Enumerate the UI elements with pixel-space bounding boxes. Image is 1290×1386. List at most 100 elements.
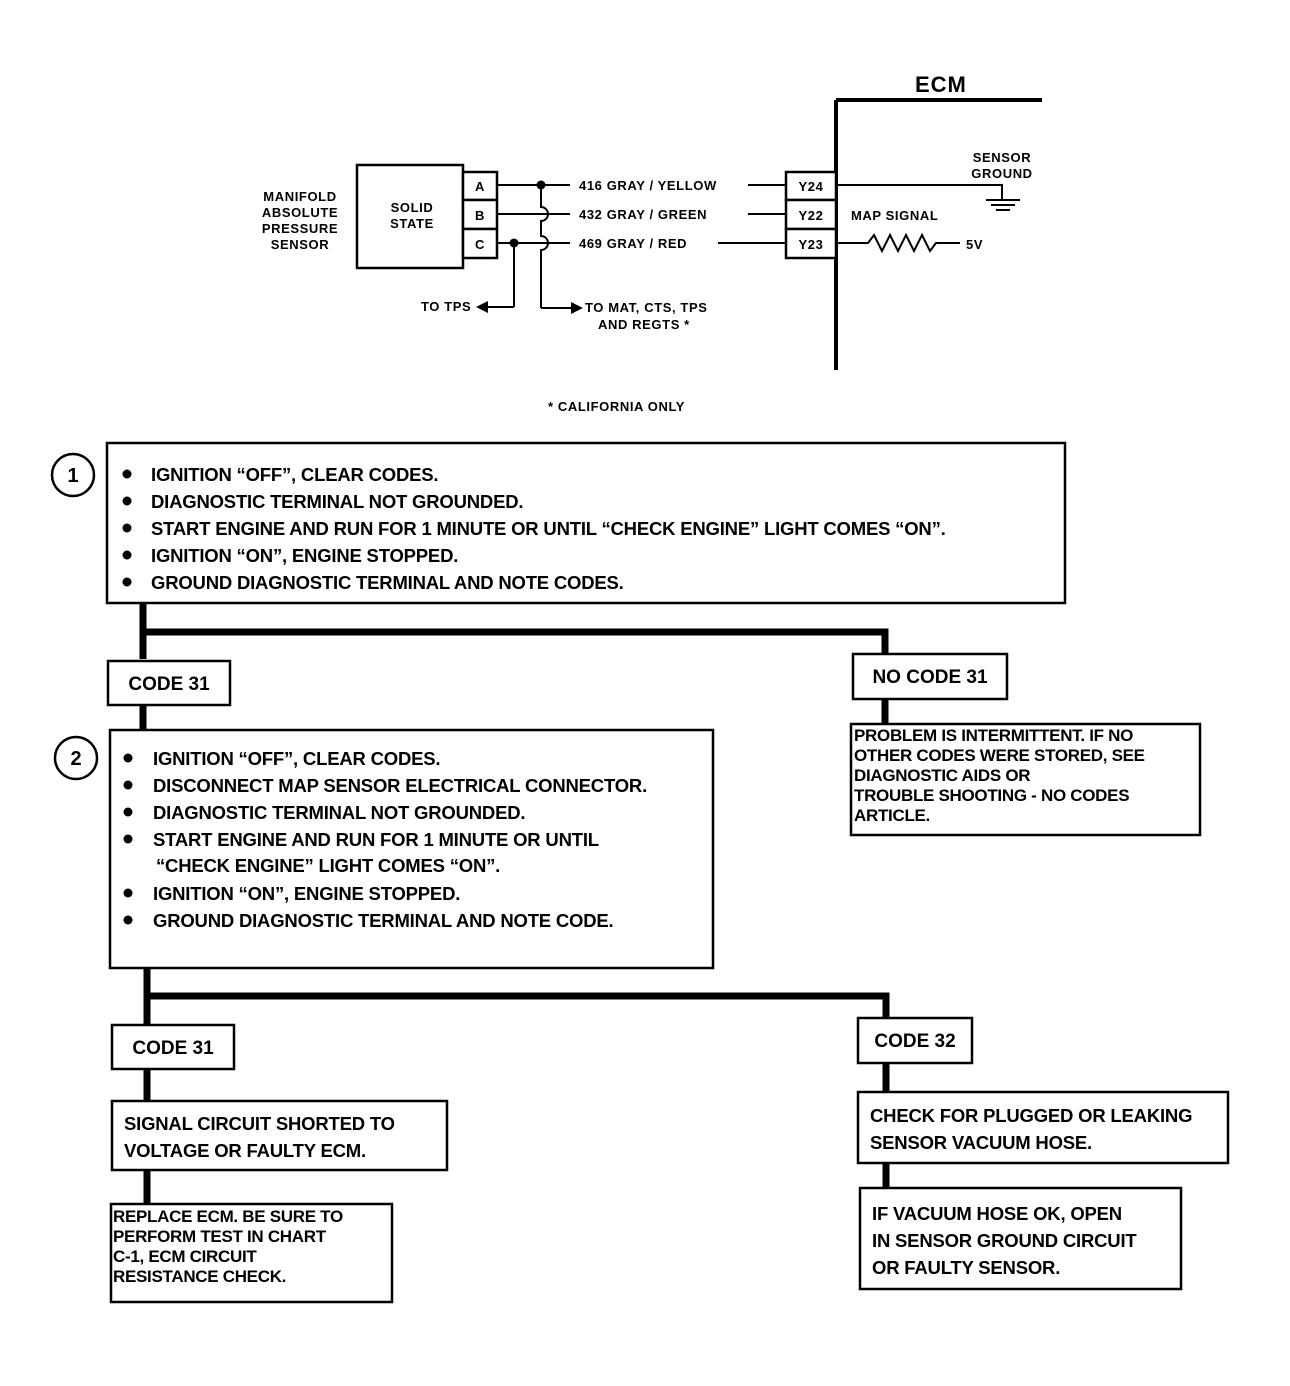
bullet-icon <box>123 780 133 790</box>
signal-shorted-line: SIGNAL CIRCUIT SHORTED TO <box>124 1113 395 1134</box>
replace-ecm-line: C-1, ECM CIRCUIT <box>113 1247 257 1266</box>
ecm-boundary <box>834 98 1042 370</box>
bullet-icon <box>123 915 133 925</box>
ecm-pin-label: Y23 <box>799 237 824 252</box>
vacuum-ok-line: IN SENSOR GROUND CIRCUIT <box>872 1230 1137 1251</box>
sensor-ground-label: GROUND <box>971 166 1032 181</box>
ground-icon <box>836 184 1020 211</box>
to-mat-label: AND REGTS * <box>598 317 690 332</box>
sensor-label: MANIFOLD ABSOLUTE PRESSURE SENSOR <box>262 189 338 252</box>
intermittent-line: DIAGNOSTIC AIDS OR <box>854 766 1030 785</box>
bullet-icon <box>123 888 133 898</box>
code-31-result-label: CODE 31 <box>132 1038 214 1059</box>
step-2-item: GROUND DIAGNOSTIC TERMINAL AND NOTE CODE… <box>153 910 613 931</box>
no-code-31-box <box>851 652 1009 701</box>
bullet-icon <box>122 496 132 506</box>
five-volt-label: 5V <box>966 237 983 252</box>
bullet-icon <box>122 577 132 587</box>
branch-connector <box>139 603 889 659</box>
replace-ecm-line: RESISTANCE CHECK. <box>113 1267 286 1286</box>
code-32-label: CODE 32 <box>874 1031 955 1052</box>
intermittent-line: TROUBLE SHOOTING - NO CODES <box>854 786 1129 805</box>
sensor-label-line: PRESSURE <box>262 221 338 236</box>
step-2-box <box>108 728 715 970</box>
replace-ecm-line: PERFORM TEST IN CHART <box>113 1227 327 1246</box>
bullet-icon <box>122 469 132 479</box>
check-hose-line: CHECK FOR PLUGGED OR LEAKING <box>870 1105 1192 1126</box>
arrow-left-icon <box>476 301 488 313</box>
code-31-label: CODE 31 <box>128 674 210 695</box>
solid-state-label: SOLID <box>391 200 434 215</box>
circuit-schematic: ECM MANIFOLD ABSOLUTE PRESSURE SENSOR SO… <box>262 72 1042 414</box>
bullet-icon <box>122 523 132 533</box>
to-tps-label: TO TPS <box>421 299 471 314</box>
sensor-ground-label: SENSOR <box>973 150 1032 165</box>
step-1-item: IGNITION “ON”, ENGINE STOPPED. <box>151 545 458 566</box>
intermittent-line: ARTICLE. <box>854 806 930 825</box>
bullet-icon <box>123 753 133 763</box>
resistor-icon <box>836 232 960 254</box>
solid-state-box <box>355 163 465 270</box>
step-1-number: 1 <box>67 465 78 487</box>
junction-dot <box>509 238 519 248</box>
pin-c-label: C <box>475 237 485 252</box>
wire-label: 416 GRAY / YELLOW <box>579 178 717 193</box>
ecm-pin-label: Y22 <box>799 208 824 223</box>
step-1-list: IGNITION “OFF”, CLEAR CODES. DIAGNOSTIC … <box>122 464 946 593</box>
signal-shorted-box <box>110 1099 449 1172</box>
vacuum-ok-line: OR FAULTY SENSOR. <box>872 1257 1060 1278</box>
check-hose-box <box>856 1090 1230 1165</box>
step-2-item: IGNITION “ON”, ENGINE STOPPED. <box>153 883 460 904</box>
sensor-label-line: MANIFOLD <box>263 189 336 204</box>
step-1-box <box>105 441 1067 605</box>
step-1-marker <box>50 452 96 498</box>
ecm-connector: Y24 Y22 Y23 <box>784 170 838 260</box>
code-31-result-box <box>110 1023 236 1071</box>
step-1-item: IGNITION “OFF”, CLEAR CODES. <box>151 464 438 485</box>
diagnostic-flowchart: 1 IGNITION “OFF”, CLEAR CODES. DIAGNOSTI… <box>50 441 1230 1304</box>
replace-ecm-box <box>109 1202 394 1304</box>
junction-dot <box>536 180 546 190</box>
vacuum-ok-box <box>858 1186 1183 1291</box>
no-code-31-label: NO CODE 31 <box>872 667 988 688</box>
to-mat-label: TO MAT, CTS, TPS <box>585 300 708 315</box>
step-2-item: IGNITION “OFF”, CLEAR CODES. <box>153 748 440 769</box>
bullet-icon <box>123 807 133 817</box>
ecm-pin-label: Y24 <box>799 179 824 194</box>
step-1-item: DIAGNOSTIC TERMINAL NOT GROUNDED. <box>151 491 523 512</box>
map-signal-label: MAP SIGNAL <box>851 208 938 223</box>
branch-connector <box>143 968 890 1025</box>
bullet-icon <box>123 834 133 844</box>
pin-a-label: A <box>475 179 485 194</box>
arrow-right-icon <box>571 302 583 314</box>
step-2-list: IGNITION “OFF”, CLEAR CODES. DISCONNECT … <box>123 748 647 931</box>
ecm-label: ECM <box>915 72 967 97</box>
replace-ecm-line: REPLACE ECM. BE SURE TO <box>113 1207 343 1226</box>
intermittent-line: PROBLEM IS INTERMITTENT. IF NO <box>854 726 1133 745</box>
sensor-connector: A B C <box>461 170 499 260</box>
california-footnote: * CALIFORNIA ONLY <box>548 399 685 414</box>
wires <box>484 184 786 309</box>
step-1-item: START ENGINE AND RUN FOR 1 MINUTE OR UNT… <box>151 518 946 539</box>
vacuum-ok-line: IF VACUUM HOSE OK, OPEN <box>872 1203 1122 1224</box>
code-31-box <box>106 659 232 707</box>
intermittent-box <box>849 722 1202 837</box>
solid-state-label: STATE <box>390 216 434 231</box>
wire-label: 432 GRAY / GREEN <box>579 207 707 222</box>
step-2-item: DIAGNOSTIC TERMINAL NOT GROUNDED. <box>153 802 525 823</box>
sensor-label-line: SENSOR <box>271 237 330 252</box>
bullet-icon <box>122 550 132 560</box>
step-2-item: DISCONNECT MAP SENSOR ELECTRICAL CONNECT… <box>153 775 647 796</box>
check-hose-line: SENSOR VACUUM HOSE. <box>870 1132 1092 1153</box>
step-2-marker <box>53 735 99 781</box>
signal-shorted-line: VOLTAGE OR FAULTY ECM. <box>124 1140 366 1161</box>
code-32-box <box>856 1016 974 1065</box>
step-2-item-continuation: “CHECK ENGINE” LIGHT COMES “ON”. <box>156 855 500 876</box>
step-1-item: GROUND DIAGNOSTIC TERMINAL AND NOTE CODE… <box>151 572 624 593</box>
step-2-item: START ENGINE AND RUN FOR 1 MINUTE OR UNT… <box>153 829 599 850</box>
sensor-label-line: ABSOLUTE <box>262 205 338 220</box>
intermittent-line: OTHER CODES WERE STORED, SEE <box>854 746 1145 765</box>
step-2-number: 2 <box>70 748 81 770</box>
intermittent-text: PROBLEM IS INTERMITTENT. IF NO OTHER COD… <box>854 726 1145 825</box>
